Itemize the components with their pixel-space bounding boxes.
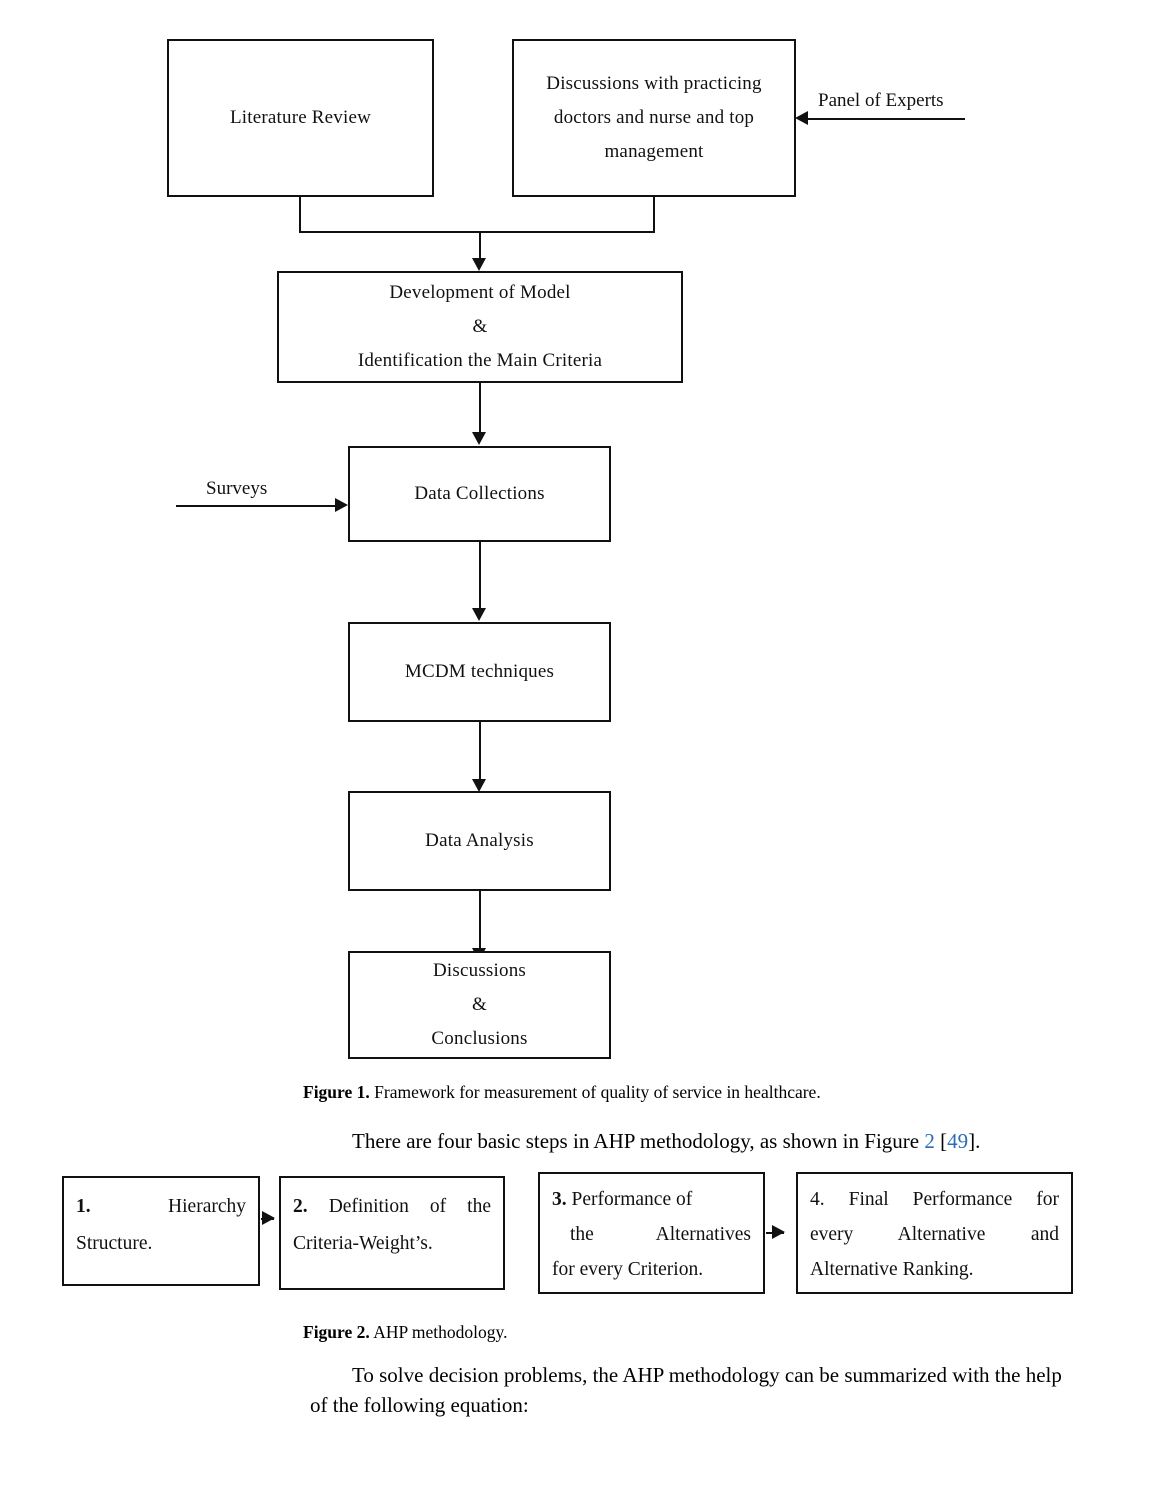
ahp-step-box-3-line-2: the Alternatives xyxy=(552,1217,751,1252)
ahp-step-box-3: 3. Performance of the Alternatives for e… xyxy=(538,1172,765,1294)
edge-line-model-to-collections xyxy=(479,383,481,433)
flow-node-development-of-model-line-2: & xyxy=(472,316,488,337)
ahp-step-box-1-line-2: Structure. xyxy=(76,1233,153,1254)
link-reference-49[interactable]: 49 xyxy=(947,1129,969,1153)
edge-label-surveys: Surveys xyxy=(206,478,268,499)
figure-1-caption: Figure 1. Framework for measurement of q… xyxy=(303,1082,821,1103)
figure-2-caption-label: Figure 2. xyxy=(303,1322,370,1342)
flow-node-mcdm-techniques-line-1: MCDM techniques xyxy=(404,661,555,682)
flow-node-data-analysis-line-1: Data Analysis xyxy=(425,830,534,851)
flow-node-development-of-model-line-1: Development of Model xyxy=(389,282,571,303)
edge-line-panel-of-experts xyxy=(807,118,965,120)
flow-node-discussions-conclusions: Discussions & Conclusions xyxy=(348,951,611,1059)
figure-1-flowchart: Literature Review Discussions with pract… xyxy=(167,39,965,1059)
flow-node-discussions-practicing-line-3: management xyxy=(604,141,704,162)
ahp-step-box-3-line-1: 3. Performance of xyxy=(552,1182,751,1217)
arrow-down-to-development-of-model xyxy=(472,258,486,271)
ahp-step-box-1-line-1: 1. Hierarchy xyxy=(76,1188,246,1225)
flow-node-discussions-practicing: Discussions with practicing doctors and … xyxy=(512,39,796,197)
edge-line-merge-to-model xyxy=(479,231,481,263)
arrow-left-panel-of-experts xyxy=(795,111,808,125)
ahp-step-box-4: 4. Final Performance for every Alternati… xyxy=(796,1172,1073,1294)
ahp-step-box-2-text-1: Definition of the xyxy=(328,1196,492,1217)
ahp-step-box-4-number: 4. xyxy=(810,1189,825,1210)
ahp-step-box-4-line-2: every Alternative and xyxy=(810,1224,1059,1245)
link-figure-2[interactable]: 2 xyxy=(924,1129,935,1153)
paragraph-intro: There are four basic steps in AHP method… xyxy=(310,1126,1100,1156)
ahp-step-box-2-number: 2. xyxy=(293,1196,308,1217)
flow-node-discussions-conclusions-line-1: Discussions xyxy=(433,960,526,981)
ahp-step-box-1-number: 1. xyxy=(76,1196,91,1217)
edge-line-merge-bar xyxy=(299,231,655,233)
flow-node-data-analysis: Data Analysis xyxy=(348,791,611,891)
figure-2-caption-text: AHP methodology. xyxy=(373,1322,508,1342)
paragraph-closing-line-1: To solve decision problems, the AHP meth… xyxy=(310,1360,1100,1390)
flow-node-data-collections: Data Collections xyxy=(348,446,611,542)
edge-line-literature-drop xyxy=(299,197,301,231)
paragraph-closing-text-1: To solve decision problems, the AHP meth… xyxy=(352,1363,1062,1387)
arrow-down-to-data-collections xyxy=(472,432,486,445)
flow-node-literature-review: Literature Review xyxy=(167,39,434,197)
arrow-right-surveys xyxy=(335,498,348,512)
flow-node-discussions-conclusions-line-3: Conclusions xyxy=(431,1028,528,1049)
arrow-right-step-3-to-4 xyxy=(772,1225,785,1239)
edge-line-surveys xyxy=(176,505,335,507)
ahp-step-box-1: 1. Hierarchy Structure. xyxy=(62,1176,260,1286)
ahp-step-box-3-text-2: the Alternatives xyxy=(570,1224,751,1245)
flow-node-literature-review-line-1: Literature Review xyxy=(229,107,372,128)
flow-node-mcdm-techniques: MCDM techniques xyxy=(348,622,611,722)
flow-node-discussions-practicing-line-2: doctors and nurse and top xyxy=(553,107,755,128)
edge-line-analysis-to-conclusions xyxy=(479,891,481,949)
arrow-down-to-data-analysis xyxy=(472,779,486,792)
paragraph-intro-text-b: [ xyxy=(934,1129,948,1153)
ahp-step-box-2-line-2: Criteria-Weight’s. xyxy=(293,1233,433,1254)
arrow-down-to-mcdm-techniques xyxy=(472,608,486,621)
ahp-step-box-4-text-1: Final Performance for xyxy=(848,1189,1060,1210)
ahp-step-box-1-text-1: Hierarchy xyxy=(168,1196,246,1217)
paragraph-intro-text-c: ]. xyxy=(968,1129,981,1153)
flow-node-discussions-conclusions-line-2: & xyxy=(472,994,487,1015)
ahp-step-box-4-line-3: Alternative Ranking. xyxy=(810,1259,974,1280)
ahp-step-box-3-text-1: Performance of xyxy=(571,1189,693,1210)
flow-node-discussions-practicing-line-1: Discussions with practicing xyxy=(546,73,762,94)
paragraph-intro-text-a: There are four basic steps in AHP method… xyxy=(352,1129,925,1153)
edge-line-mcdm-to-analysis xyxy=(479,722,481,780)
ahp-step-box-4-line-1: 4. Final Performance for xyxy=(810,1182,1059,1217)
figure-1-caption-label: Figure 1. xyxy=(303,1082,370,1102)
ahp-step-box-3-line-3: for every Criterion. xyxy=(552,1259,704,1280)
paragraph-closing-line-2: of the following equation: xyxy=(310,1393,529,1417)
ahp-step-box-2: 2. Definition of the Criteria-Weight’s. xyxy=(279,1176,505,1290)
paragraph-closing: To solve decision problems, the AHP meth… xyxy=(310,1360,1100,1420)
ahp-step-box-2-line-1: 2. Definition of the xyxy=(293,1188,491,1225)
flow-node-development-of-model: Development of Model & Identification th… xyxy=(277,271,683,383)
edge-line-collections-to-mcdm xyxy=(479,542,481,609)
flow-node-data-collections-line-1: Data Collections xyxy=(414,483,545,504)
edge-line-discussions-drop xyxy=(653,197,655,231)
ahp-step-box-3-number: 3. xyxy=(552,1189,567,1210)
arrow-right-step-1-to-2 xyxy=(262,1211,275,1225)
flow-node-development-of-model-line-3: Identification the Main Criteria xyxy=(357,350,603,371)
figure-1-caption-text: Framework for measurement of quality of … xyxy=(374,1082,821,1102)
figure-2-caption: Figure 2. AHP methodology. xyxy=(303,1322,508,1343)
edge-label-panel-of-experts: Panel of Experts xyxy=(818,90,944,111)
